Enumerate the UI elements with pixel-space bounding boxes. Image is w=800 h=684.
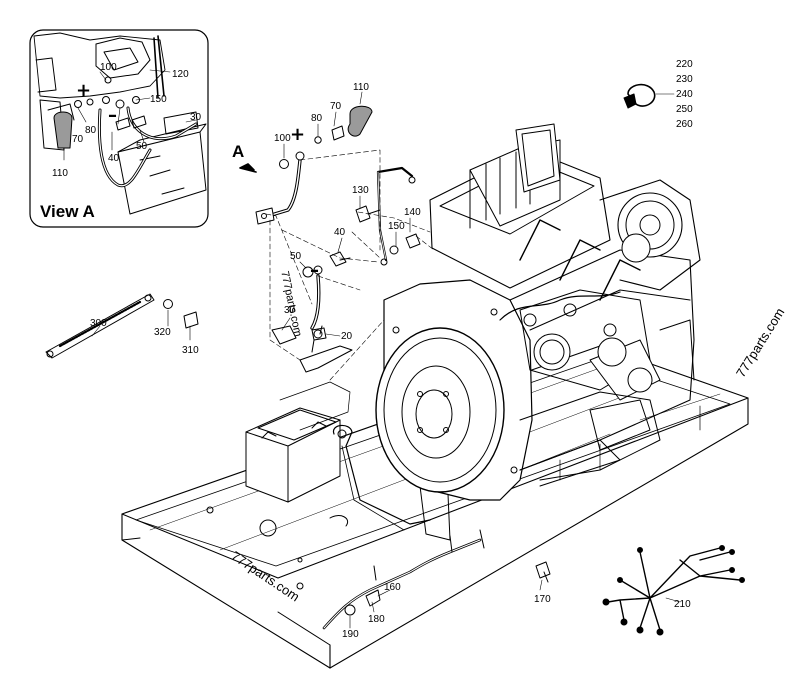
- battery: [245, 381, 351, 503]
- cables: [255, 149, 435, 381]
- callout-230: 230: [676, 74, 693, 85]
- callout-250: 250: [676, 104, 693, 115]
- callout-inset-120: 120: [172, 69, 189, 80]
- callout-240: 240: [676, 89, 693, 100]
- callout-190: 190: [342, 629, 359, 640]
- callout-310: 310: [182, 345, 199, 356]
- callout-inset-70: 70: [72, 134, 84, 145]
- callout-140: 140: [404, 207, 421, 218]
- callout-70: 70: [330, 101, 342, 112]
- minus-sign: –: [310, 260, 319, 281]
- clamp-part-list: 220 230 240 250 260: [676, 57, 693, 132]
- callout-40: 40: [334, 227, 346, 238]
- callout-160: 160: [384, 582, 401, 593]
- callout-100: 100: [274, 133, 291, 144]
- loose-parts: [45, 83, 745, 636]
- callout-260: 260: [676, 119, 693, 130]
- view-a-title: View A: [40, 202, 95, 221]
- callout-inset-50: 50: [136, 141, 148, 152]
- callout-inset-40: 40: [108, 153, 120, 164]
- callout-130: 130: [352, 185, 369, 196]
- callout-inset-100: 100: [100, 62, 117, 73]
- callout-30: 30: [284, 305, 296, 316]
- callout-110: 110: [353, 82, 369, 93]
- engine: [375, 123, 701, 501]
- callout-80: 80: [311, 113, 323, 124]
- callout-50: 50: [290, 251, 302, 262]
- plus-sign: +: [290, 124, 306, 145]
- inset-plus-sign: +: [76, 80, 92, 101]
- view-a-inset: [29, 29, 209, 228]
- callout-300: 300: [90, 318, 107, 329]
- callout-20: 20: [341, 331, 353, 342]
- callout-180: 180: [368, 614, 385, 625]
- callout-170: 170: [534, 594, 551, 605]
- callout-inset-80: 80: [85, 125, 97, 136]
- view-a-callout: A: [232, 142, 245, 161]
- callout-320: 320: [154, 327, 171, 338]
- callout-inset-150: 150: [150, 94, 167, 105]
- callout-inset-110: 110: [52, 168, 68, 179]
- callout-220: 220: [676, 59, 693, 70]
- callout-inset-30: 30: [190, 112, 202, 123]
- callout-210: 210: [674, 599, 691, 610]
- inset-minus-sign: –: [108, 105, 117, 126]
- callout-150: 150: [388, 221, 405, 232]
